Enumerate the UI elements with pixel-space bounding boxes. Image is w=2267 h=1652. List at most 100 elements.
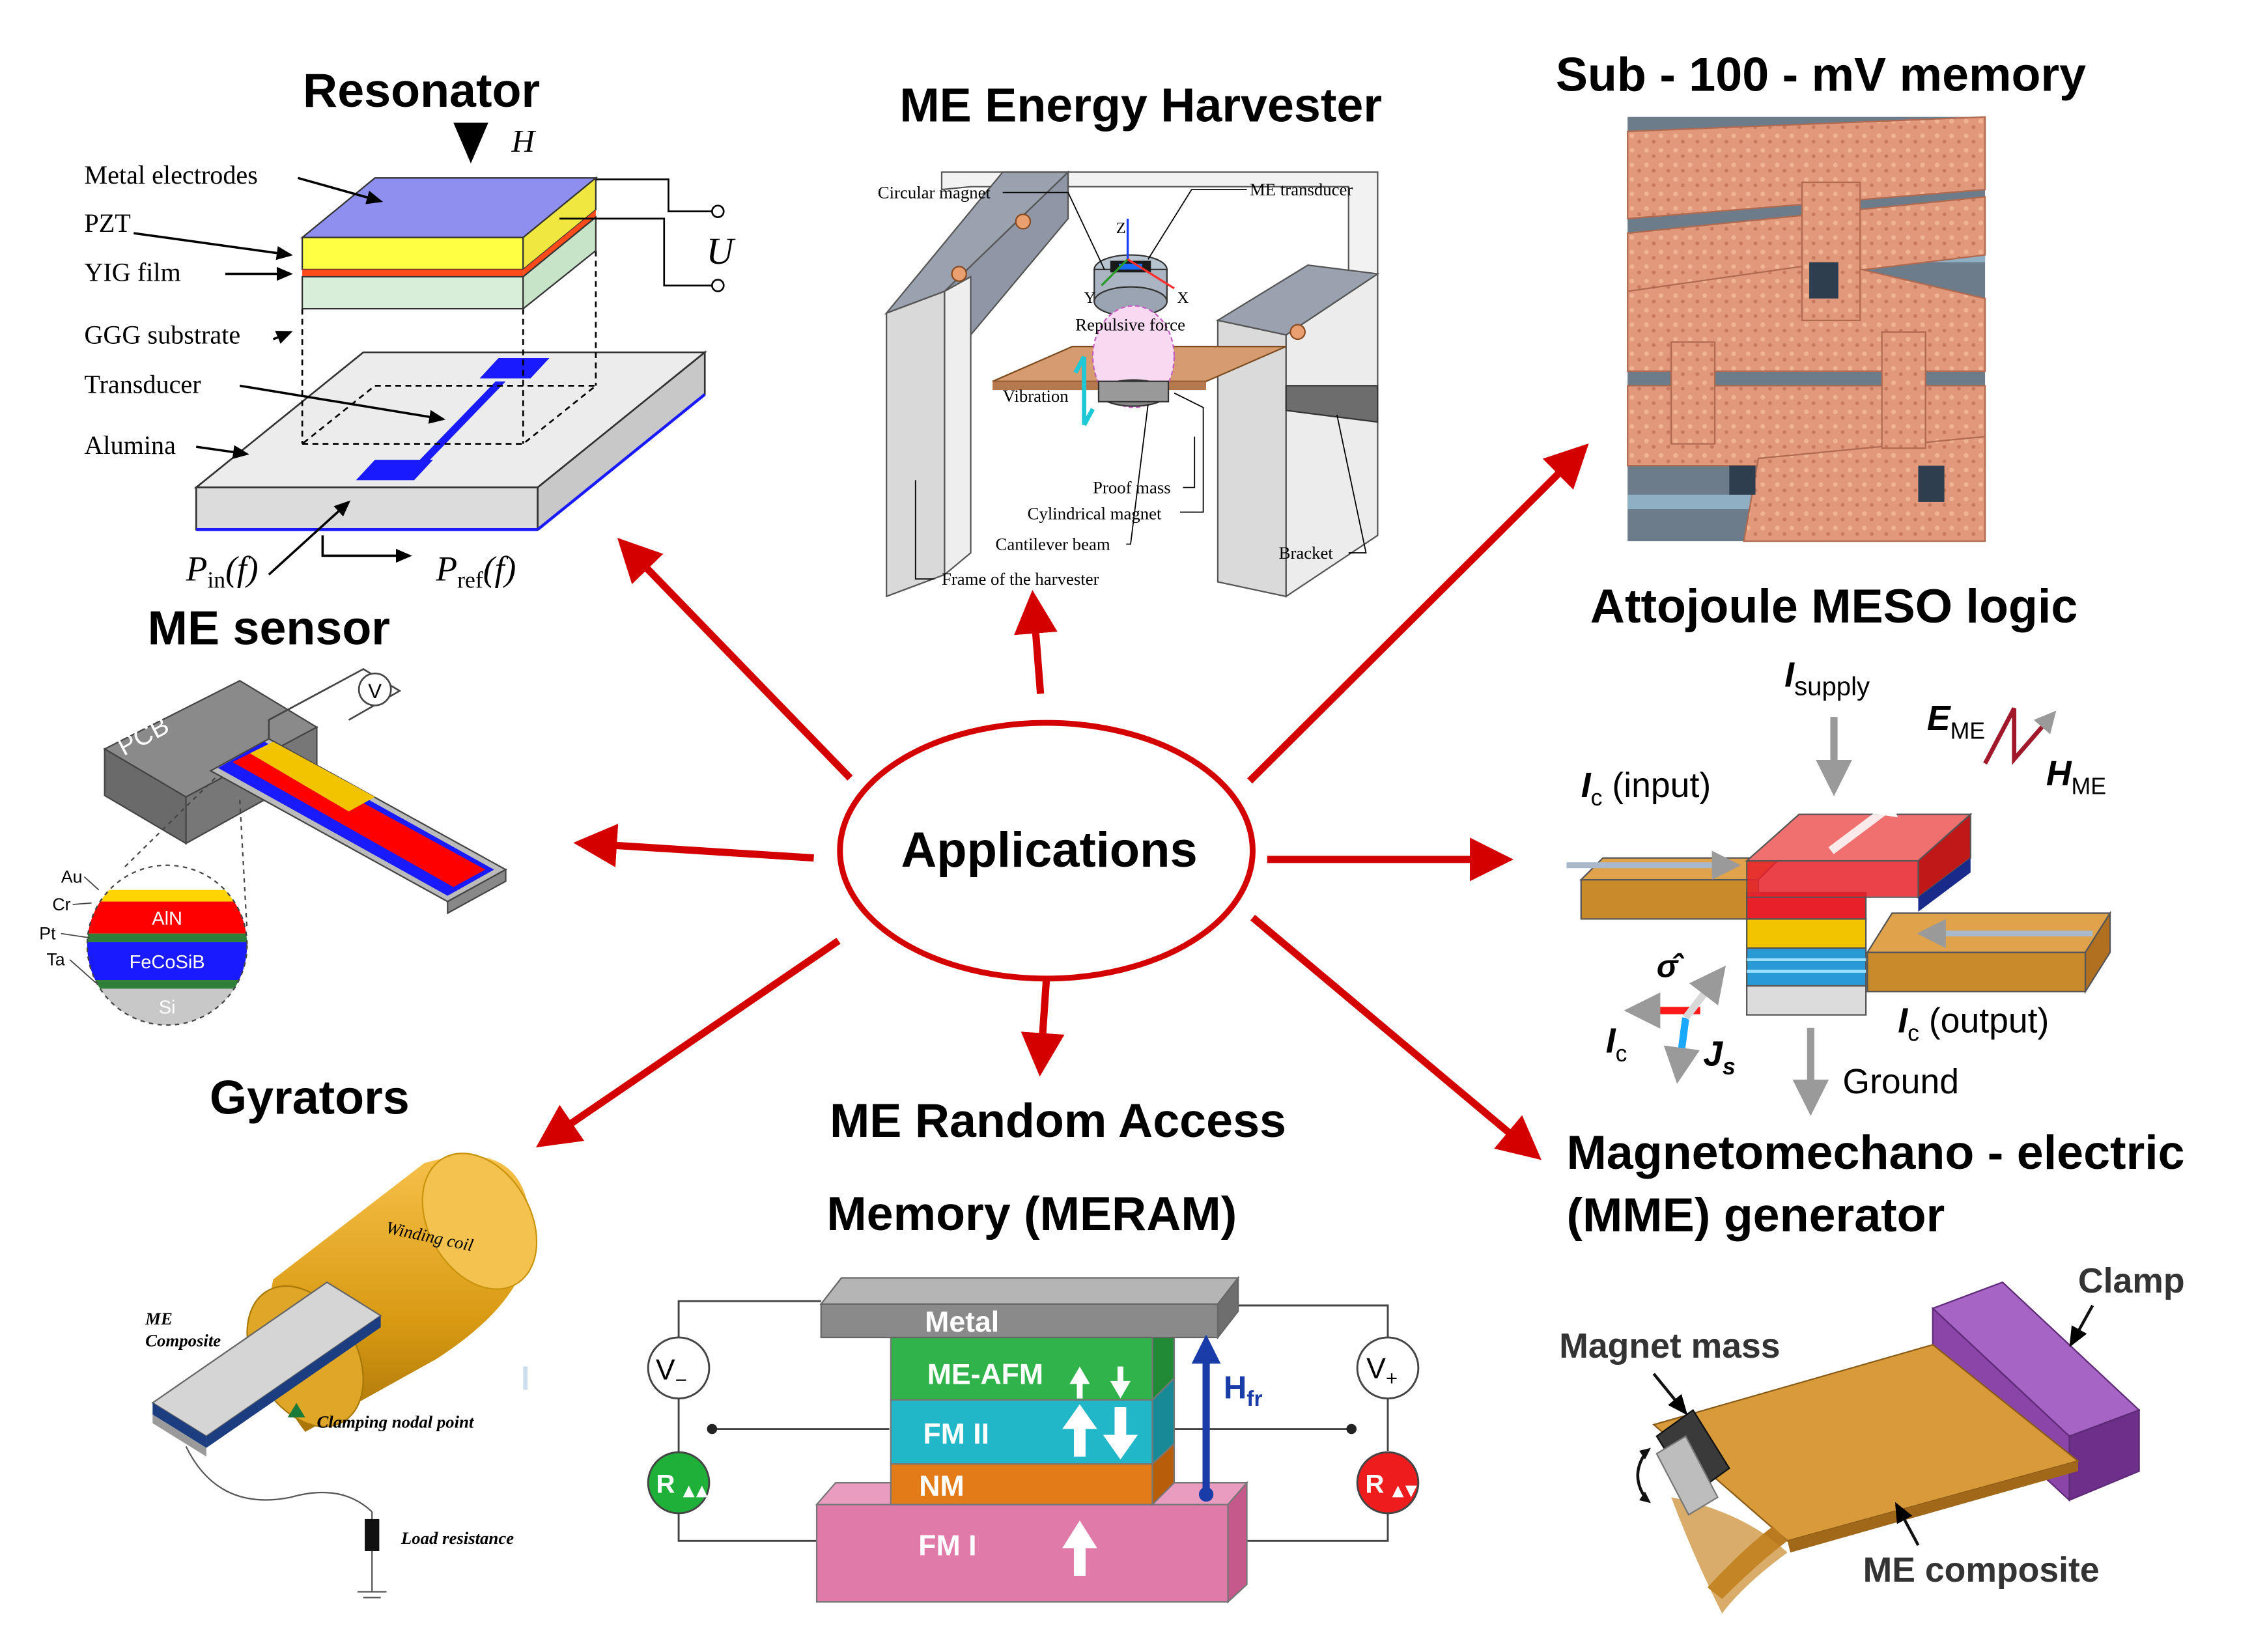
label-pzt: PZT [84, 208, 130, 238]
layer-cr: Cr [52, 895, 70, 914]
r-antiparallel-icon [1356, 1451, 1420, 1515]
layer-au: Au [61, 867, 83, 887]
svg-text:Si: Si [159, 997, 176, 1018]
label-frame: Frame of the harvester [942, 569, 1099, 589]
composite-label-2: Composite [145, 1330, 221, 1350]
arrow-to-gyrators [535, 938, 841, 1148]
label-me-transducer: ME transducer [1250, 180, 1353, 199]
title-me-sensor: ME sensor [148, 601, 390, 655]
axis-z: Z [1116, 219, 1126, 237]
me-afm-label: ME-AFM [927, 1358, 1043, 1390]
metal-label: Metal [925, 1306, 999, 1338]
svg-text:V: V [368, 680, 382, 703]
gyrator-figure: Winding coil ME Composite Clamping nodal… [145, 1153, 538, 1599]
svg-text:R: R [656, 1470, 675, 1499]
yig-layer [302, 269, 524, 277]
layer-ta: Ta [46, 950, 64, 970]
meso-logic-figure: Isupply Ic (input) EME HME σ̂ Ic (output… [1566, 656, 2112, 1116]
transducer-pad-2 [479, 357, 550, 379]
nm-label: NM [919, 1470, 964, 1502]
title-meram-line2: Memory (MERAM) [826, 1186, 1237, 1240]
title-gyrators: Gyrators [210, 1070, 410, 1124]
axis-x: X [1177, 289, 1189, 307]
arrow-to-sensor [573, 824, 814, 867]
title-meram-line1: ME Random Access [830, 1093, 1286, 1147]
transducer-pad-1 [356, 460, 433, 481]
label-alumina: Alumina [84, 430, 176, 460]
meram-fm1 [815, 1504, 1229, 1603]
title-resonator: Resonator [303, 63, 540, 117]
alumina-side [537, 350, 706, 532]
resonator-labels: Metal electrodes PZT YIG film GGG substr… [84, 160, 257, 460]
vminus-icon [647, 1336, 711, 1400]
mme-generator-figure: Clamp Magnet mass ME composite [1559, 1262, 2185, 1614]
title-mme-line2: (MME) generator [1566, 1188, 1945, 1242]
label-yig: YIG film [84, 258, 180, 287]
pin-label: Pin(f) [186, 549, 259, 593]
ic-output-label: Ic (output) [1898, 1001, 2049, 1046]
meso-base [1746, 985, 1867, 1016]
magnet-mass-label: Magnet mass [1559, 1327, 1780, 1365]
fm2-label: FM II [923, 1418, 989, 1450]
sensor-layer-stack: AlN FeCoSiB Si Au Cr Pt Ta [39, 864, 248, 1026]
sigma-label: σ̂ [1657, 949, 1685, 985]
alumina-front [195, 486, 539, 531]
hme-label: HME [2046, 755, 2106, 799]
eme-label: EME [1927, 699, 1985, 744]
label-vibration: Vibration [1003, 386, 1069, 406]
arrow-to-memory [1247, 443, 1589, 784]
label-metal-electrodes: Metal electrodes [84, 160, 257, 189]
input-bar [1580, 878, 1760, 920]
label-repulsive: Repulsive force [1075, 315, 1185, 335]
load-resistor-icon [365, 1519, 380, 1551]
applications-ellipse [837, 720, 1256, 982]
title-meso: Attojoule MESO logic [1590, 579, 2078, 633]
memory-micrograph [1627, 116, 1986, 542]
energy-harvester-figure: Z Y X Circular magnet ME transducer Repu… [878, 170, 1380, 598]
label-cantilever: Cantilever beam [996, 535, 1110, 554]
clamping-label: Clamping nodal point [317, 1412, 475, 1431]
vplus-icon [1356, 1336, 1420, 1400]
svg-text:AlN: AlN [152, 908, 182, 929]
pref-label: Pref(f) [435, 549, 516, 593]
hfr-label: Hfr [1224, 1371, 1263, 1411]
ground-label: Ground [1842, 1063, 1959, 1101]
title-energy-harvester: ME Energy Harvester [899, 77, 1382, 132]
connector-arrows [535, 443, 1589, 1160]
arrow-to-harvester [1014, 589, 1058, 694]
label-transducer: Transducer [84, 370, 201, 399]
ic2-label: Ic [1606, 1022, 1627, 1067]
label-circular-magnet: Circular magnet [878, 183, 991, 203]
label-bracket: Bracket [1279, 543, 1334, 563]
fm1-label: FM I [918, 1530, 976, 1562]
output-bar [1866, 951, 2087, 992]
js-label: Js [1703, 1035, 1736, 1080]
panel-titles: Resonator ME Energy Harvester Sub - 100 … [148, 47, 2185, 1242]
applications-label: Applications [901, 822, 1197, 878]
svg-text:V+: V+ [1366, 1352, 1398, 1390]
isupply-label: Isupply [1784, 656, 1870, 701]
h-label: H [511, 123, 536, 159]
svg-text:R: R [1365, 1470, 1384, 1499]
label-cyl-magnet: Cylindrical magnet [1028, 504, 1162, 524]
label-ggg: GGG substrate [84, 320, 240, 350]
clamp-label: Clamp [2078, 1262, 2185, 1300]
layer-pt: Pt [39, 924, 56, 944]
sensor-aln-region [232, 748, 486, 888]
voltmeter-icon [358, 672, 392, 707]
arrow-to-resonator [617, 537, 853, 781]
svg-text:FeCoSiB: FeCoSiB [130, 952, 205, 973]
arrow-to-mme [1250, 914, 1542, 1160]
me-composite-label: ME composite [1863, 1551, 2100, 1589]
ic-input-label: Ic (input) [1581, 766, 1711, 811]
meram-metal [820, 1303, 1219, 1339]
load-label: Load resistance [401, 1528, 514, 1548]
center-hub: Applications [837, 720, 1256, 982]
resonator-figure: H U Metal electrodes PZT YIG film GGG su… [84, 122, 736, 593]
meram-figure: Hfr Metal ME-AFM FM II NM FM I V− V+ R R [647, 1276, 1420, 1604]
arrow-to-meram [1021, 979, 1065, 1077]
r-parallel-icon [647, 1451, 711, 1515]
u-label: U [706, 230, 736, 272]
title-mme-line1: Magnetomechano - electric [1566, 1125, 2184, 1179]
axis-y: Y [1084, 289, 1096, 307]
